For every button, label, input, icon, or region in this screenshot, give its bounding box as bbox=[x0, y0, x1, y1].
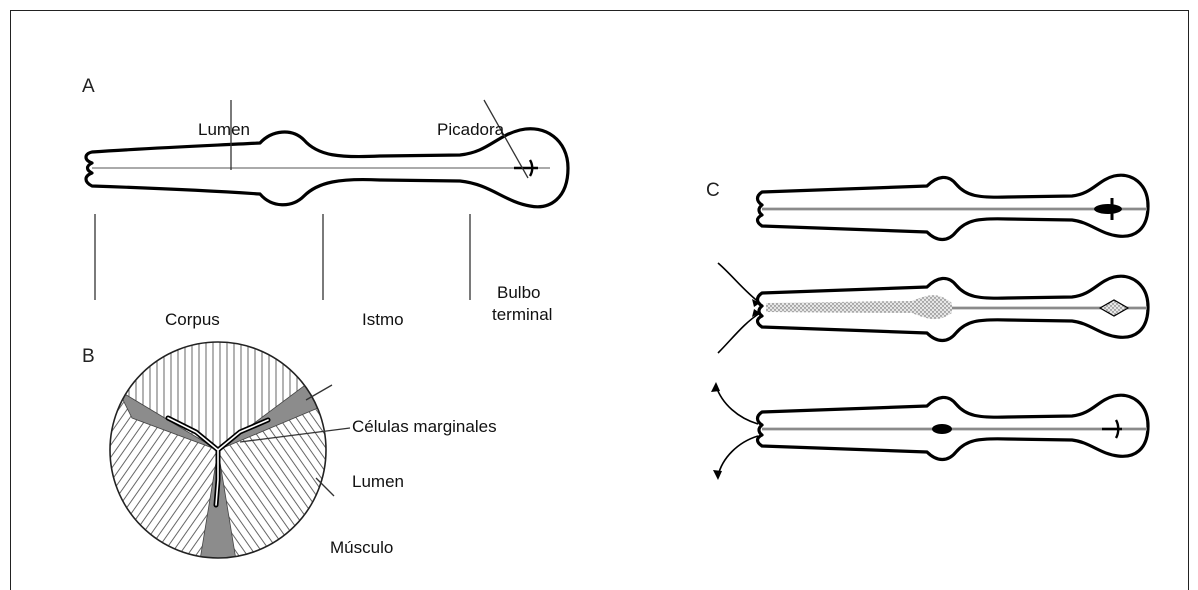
panel-c-letter: C bbox=[706, 180, 720, 201]
pharynx-state-1 bbox=[758, 175, 1149, 239]
lumen-label: Lumen bbox=[198, 120, 250, 139]
musculo-label: Músculo bbox=[330, 538, 393, 557]
panel-a-letter: A bbox=[82, 76, 95, 97]
pharynx-state-3 bbox=[711, 382, 1148, 480]
corpus-label: Corpus bbox=[165, 310, 220, 329]
lumen-b-label: Lumen bbox=[352, 472, 404, 491]
terminal-label: terminal bbox=[492, 305, 552, 324]
celulas-label: Células marginales bbox=[352, 417, 497, 436]
pharynx-state-2 bbox=[718, 263, 1148, 353]
bulbo-label: Bulbo bbox=[497, 283, 540, 302]
picadora-label: Picadora bbox=[437, 120, 505, 139]
istmo-label: Istmo bbox=[362, 310, 404, 329]
picadora-pointer-line bbox=[484, 100, 528, 178]
pharynx-cross-section bbox=[80, 330, 360, 580]
panel-b-letter: B bbox=[82, 346, 95, 367]
